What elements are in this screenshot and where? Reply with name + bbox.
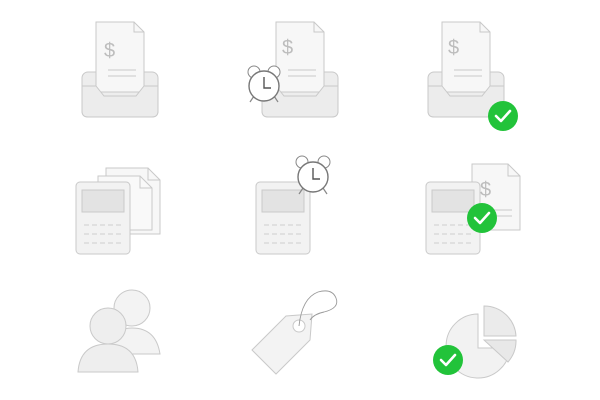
calculator-pending-icon [240,150,360,270]
calculator-documents-icon [60,150,180,270]
invoice-inbox-pending-icon: $ [240,10,360,130]
dollar-sign: $ [448,37,459,59]
calculator-invoice-approved-icon: $ [408,150,528,270]
invoice-inbox-icon: $ [60,10,180,130]
pie-chart-approved-icon [420,278,540,398]
dollar-sign: $ [480,179,491,201]
invoice-inbox-approved-icon: $ [408,10,528,131]
dollar-sign: $ [282,37,293,59]
dollar-sign: $ [104,40,115,62]
alarm-clock-icon [247,65,281,103]
check-badge-icon [433,345,463,375]
alarm-clock-icon [295,155,331,195]
check-badge-icon [488,101,518,131]
users-group-icon [60,278,180,398]
check-badge-icon [467,203,497,233]
price-tag-icon [240,278,360,398]
